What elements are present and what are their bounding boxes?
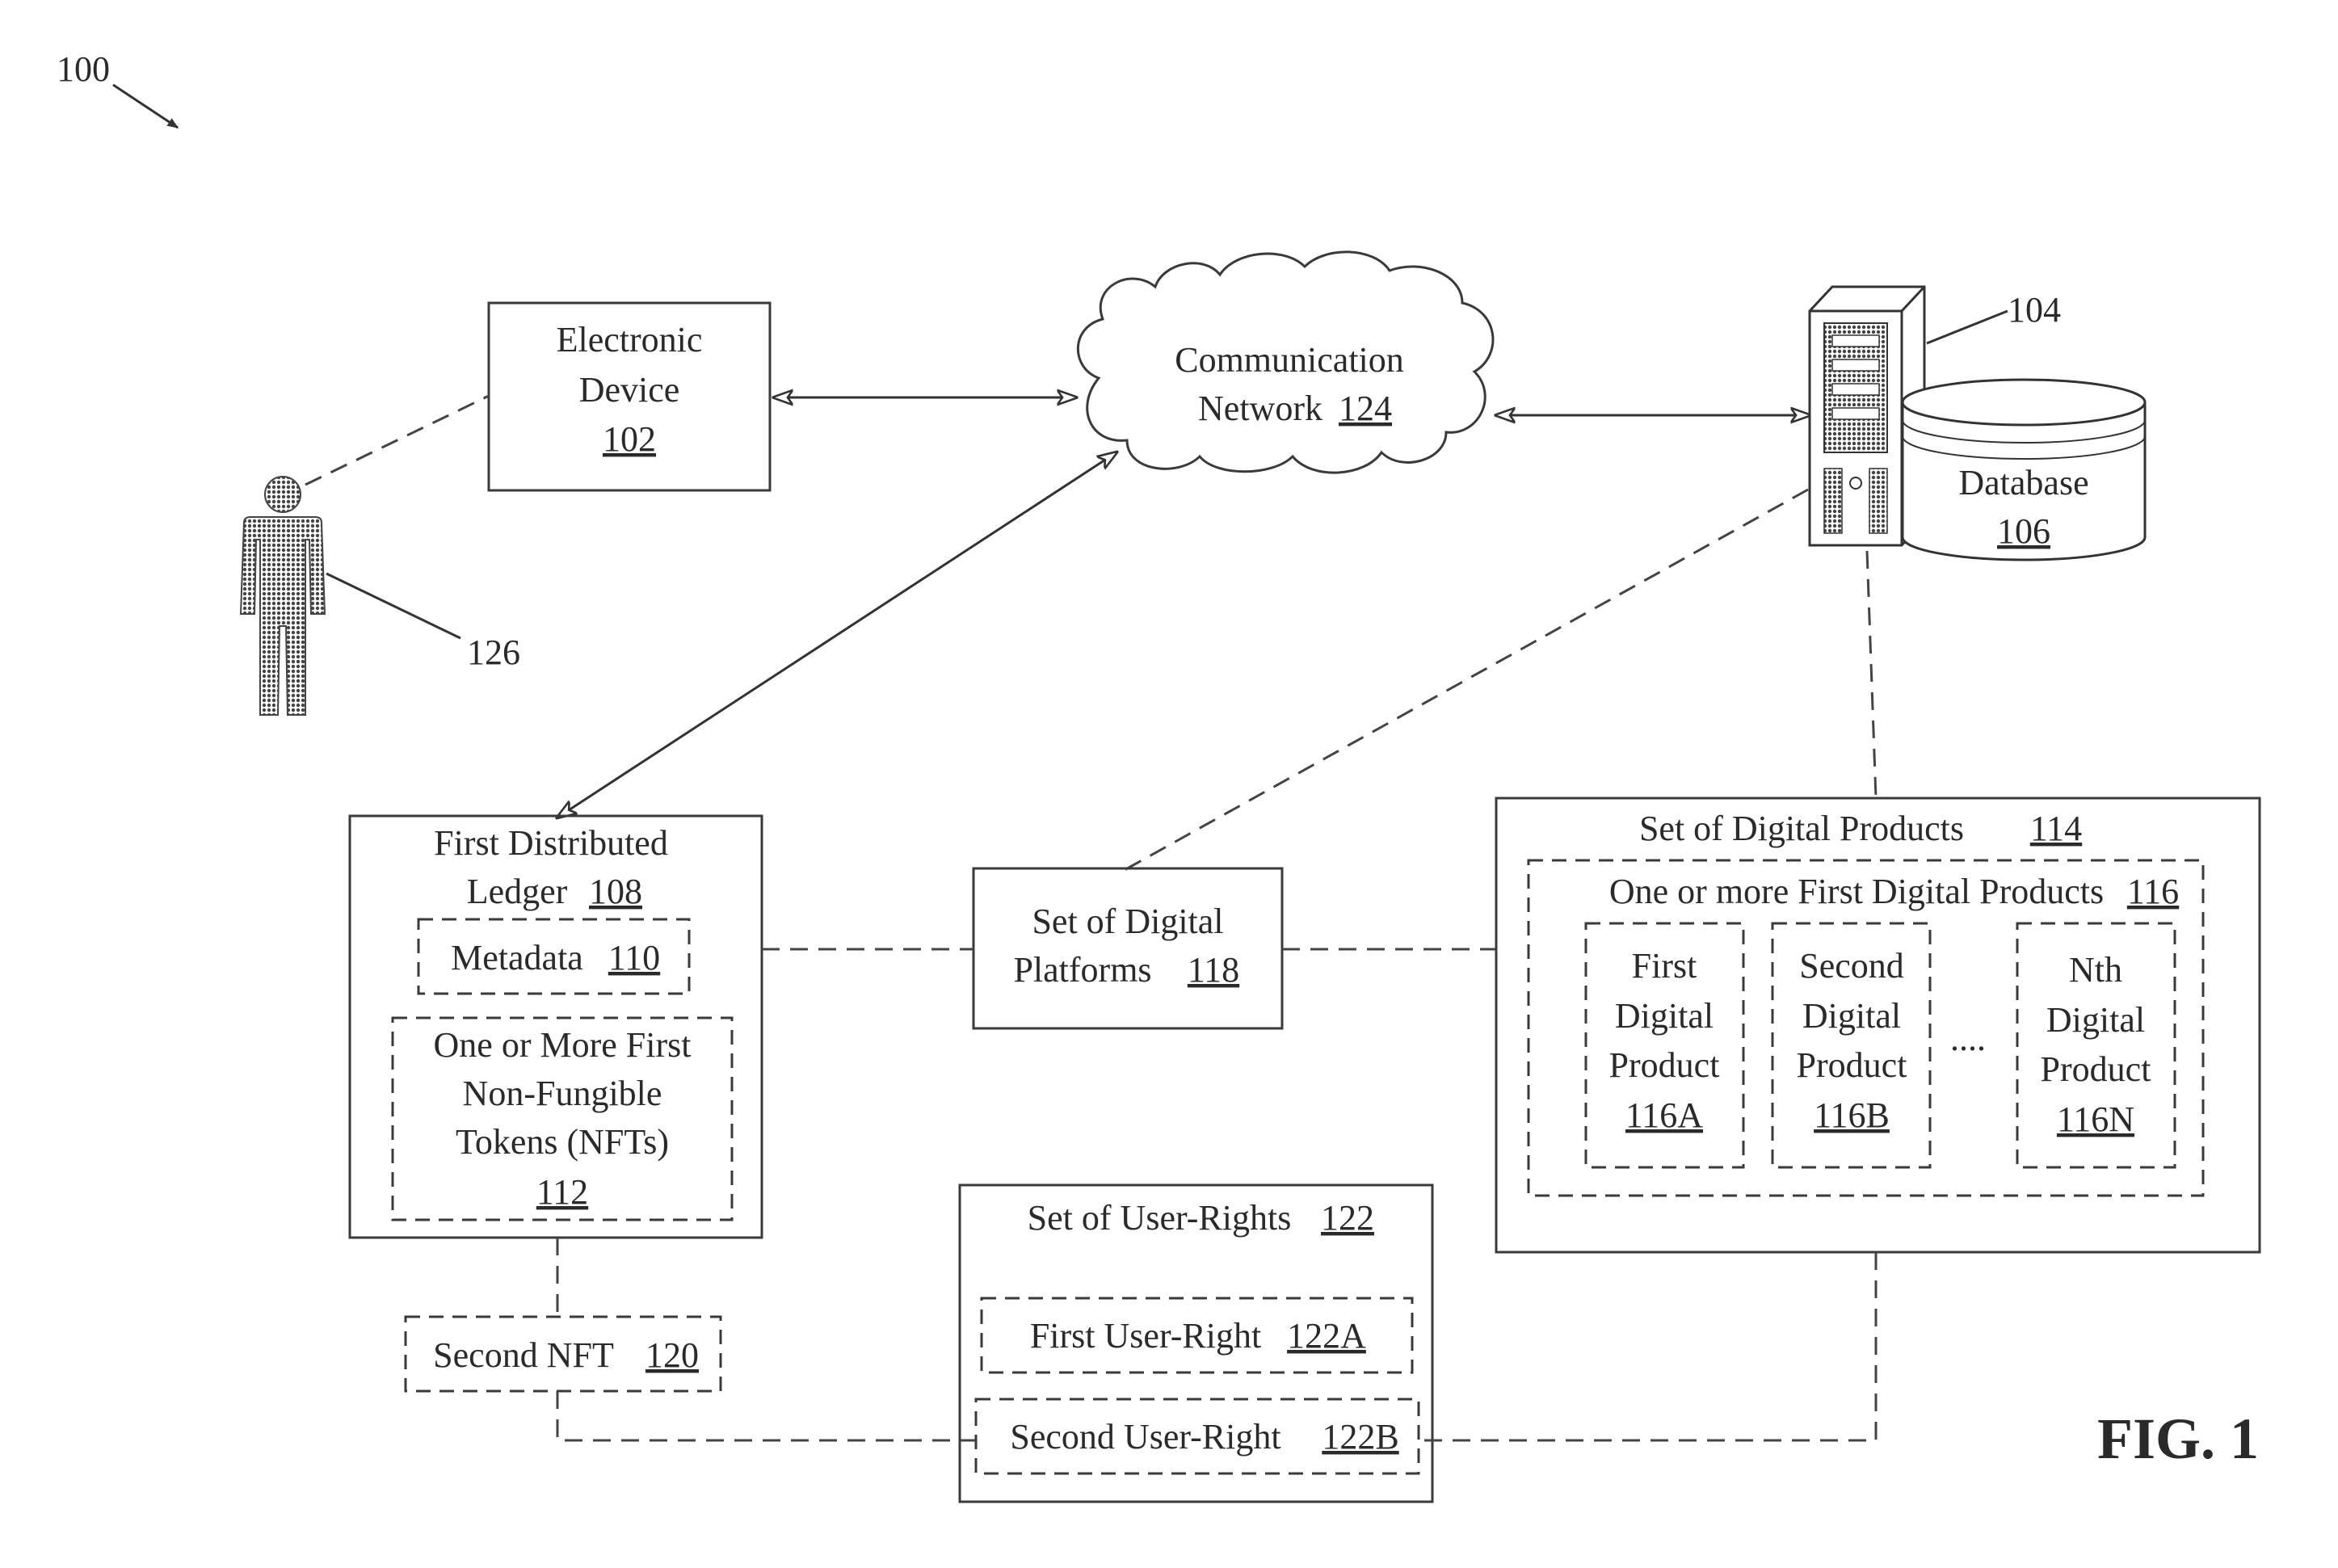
digital-platforms-line1: Set of Digital: [1032, 902, 1223, 941]
product-116n-line2: Digital: [2046, 1000, 2145, 1040]
first-nfts-box: [391, 1016, 734, 1221]
digital-product-116a-box: [1584, 922, 1745, 1169]
ledger-line2: Ledger: [467, 872, 568, 911]
first-nfts-line2: Non-Fungible: [463, 1074, 662, 1113]
server-products-link: [1865, 550, 1878, 799]
user-rights-box: [958, 1183, 1434, 1503]
second-nft-user-right-link: [556, 1391, 976, 1442]
second-user-right-ref: 122B: [1322, 1417, 1398, 1457]
digital-products-box: [1495, 797, 2261, 1254]
products-user-right-link: [1419, 1252, 1878, 1442]
product-116n-line1: Nth: [2069, 950, 2122, 990]
communication-network-cloud: [1076, 250, 1495, 474]
user-ref-leader: [326, 572, 461, 640]
metadata-label: Metadata: [451, 938, 583, 977]
communication-network-ref: 124: [1339, 389, 1392, 428]
communication-network-line1: Communication: [1175, 340, 1404, 380]
electronic-device-line1: Electronic: [557, 320, 703, 359]
database-label: Database: [1958, 463, 2088, 502]
first-digital-products-group: [1527, 859, 2205, 1197]
digital-platforms-line2: Platforms: [1013, 950, 1151, 990]
second-user-right-box: [974, 1398, 1420, 1475]
first-digital-products-ref: 116: [2127, 872, 2179, 911]
database-ref: 106: [1997, 511, 2050, 551]
second-nft-ref: 120: [645, 1335, 699, 1375]
electronic-device-ref: 102: [603, 419, 656, 459]
product-116n-ref: 116N: [2057, 1099, 2134, 1139]
digital-product-116n-box: [2016, 922, 2176, 1169]
network-ledger-link: [557, 452, 1116, 818]
product-116n-line3: Product: [2041, 1049, 2151, 1089]
ledger-line1: First Distributed: [434, 823, 668, 863]
product-116a-line1: First: [1632, 946, 1697, 986]
server-ref: 104: [2008, 290, 2061, 330]
digital-product-116b-box: [1771, 922, 1932, 1169]
digital-products-title: Set of Digital Products: [1639, 809, 1964, 848]
figure-ref-100-arrow: [112, 83, 179, 129]
product-116a-line3: Product: [1609, 1045, 1720, 1085]
product-116a-ref: 116A: [1625, 1095, 1703, 1135]
electronic-device-line2: Device: [579, 370, 680, 410]
first-user-right-ref: 122A: [1287, 1316, 1366, 1356]
communication-network-line2: Network: [1198, 389, 1322, 428]
second-nft-box: [404, 1315, 722, 1393]
figure-ref-100: 100: [57, 49, 110, 89]
digital-platforms-ref: 118: [1188, 950, 1239, 990]
user-rights-ref: 122: [1321, 1198, 1374, 1238]
first-distributed-ledger-box: [348, 814, 763, 1239]
server-ref-leader: [1926, 309, 2008, 345]
user-rights-title: Set of User-Rights: [1028, 1198, 1292, 1238]
second-nft-label: Second NFT: [433, 1335, 614, 1375]
user-ref: 126: [467, 633, 520, 672]
first-user-right-label: First User-Right: [1030, 1316, 1261, 1356]
product-116a-line2: Digital: [1615, 996, 1714, 1036]
second-user-right-label: Second User-Right: [1010, 1417, 1280, 1457]
server-platforms-link: [1122, 488, 1809, 872]
metadata-box: [417, 918, 691, 995]
server-icon: [1808, 285, 1926, 547]
figure-label: FIG. 1: [2097, 1406, 2259, 1471]
product-116b-ref: 116B: [1814, 1095, 1890, 1135]
product-116b-line2: Digital: [1802, 996, 1901, 1036]
first-user-right-box: [980, 1297, 1414, 1374]
product-116b-line1: Second: [1799, 946, 1904, 986]
database-cylinder: [1901, 378, 2147, 561]
first-nfts-line1: One or More First: [434, 1025, 692, 1065]
user-person-icon: [239, 476, 326, 716]
digital-products-ref: 114: [2030, 809, 2082, 848]
first-nfts-line3: Tokens (NFTs): [456, 1122, 669, 1162]
products-ellipsis: ....: [1950, 1019, 1986, 1058]
ledger-ref: 108: [589, 872, 642, 911]
product-116b-line3: Product: [1797, 1045, 1907, 1085]
first-digital-products-title: One or more First Digital Products: [1609, 872, 2104, 911]
digital-platforms-box: [972, 867, 1284, 1030]
first-nfts-ref: 112: [536, 1172, 588, 1212]
metadata-ref: 110: [608, 938, 660, 977]
user-to-device-link: [305, 394, 490, 486]
